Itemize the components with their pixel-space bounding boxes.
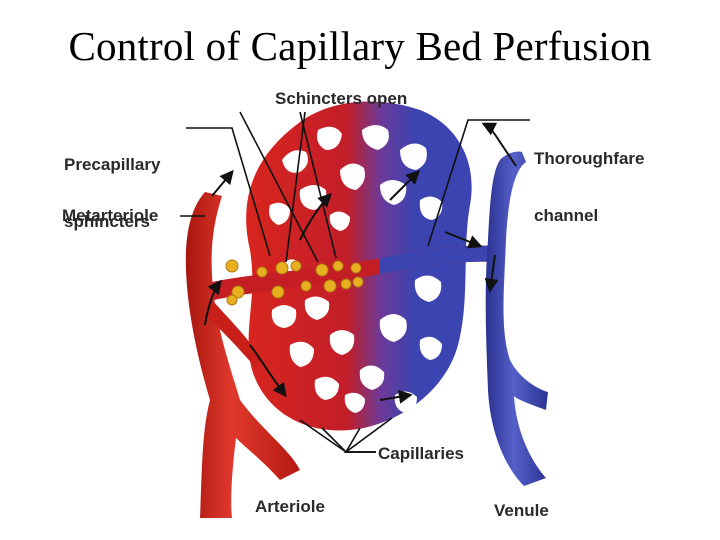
arteriole-label: Arteriole: [255, 497, 325, 516]
label-leaders: [180, 111, 530, 453]
precapillary-line2: sphincters: [64, 212, 150, 231]
metarteriole-label: Metarteriole: [62, 206, 159, 225]
venule-label: Venule: [494, 501, 549, 520]
thoroughfare-channel-label: Thoroughfare channel: [534, 111, 645, 244]
arteriole-vessel: [185, 192, 300, 518]
thoroughfare-line2: channel: [534, 206, 599, 225]
page-title: Control of Capillary Bed Perfusion: [68, 23, 652, 69]
precapillary-line1: Precapillary: [64, 155, 161, 174]
thoroughfare-line1: Thoroughfare: [534, 149, 645, 168]
schincters-open-label: Schincters open: [275, 89, 408, 108]
capillaries-label: Capillaries: [378, 444, 464, 463]
precapillary-sphincters-label: Precapillary sphincters: [64, 117, 160, 250]
flow-arrows: [204, 122, 517, 404]
venule-vessel: [485, 151, 548, 486]
precapillary-sphincters: [225, 259, 364, 306]
